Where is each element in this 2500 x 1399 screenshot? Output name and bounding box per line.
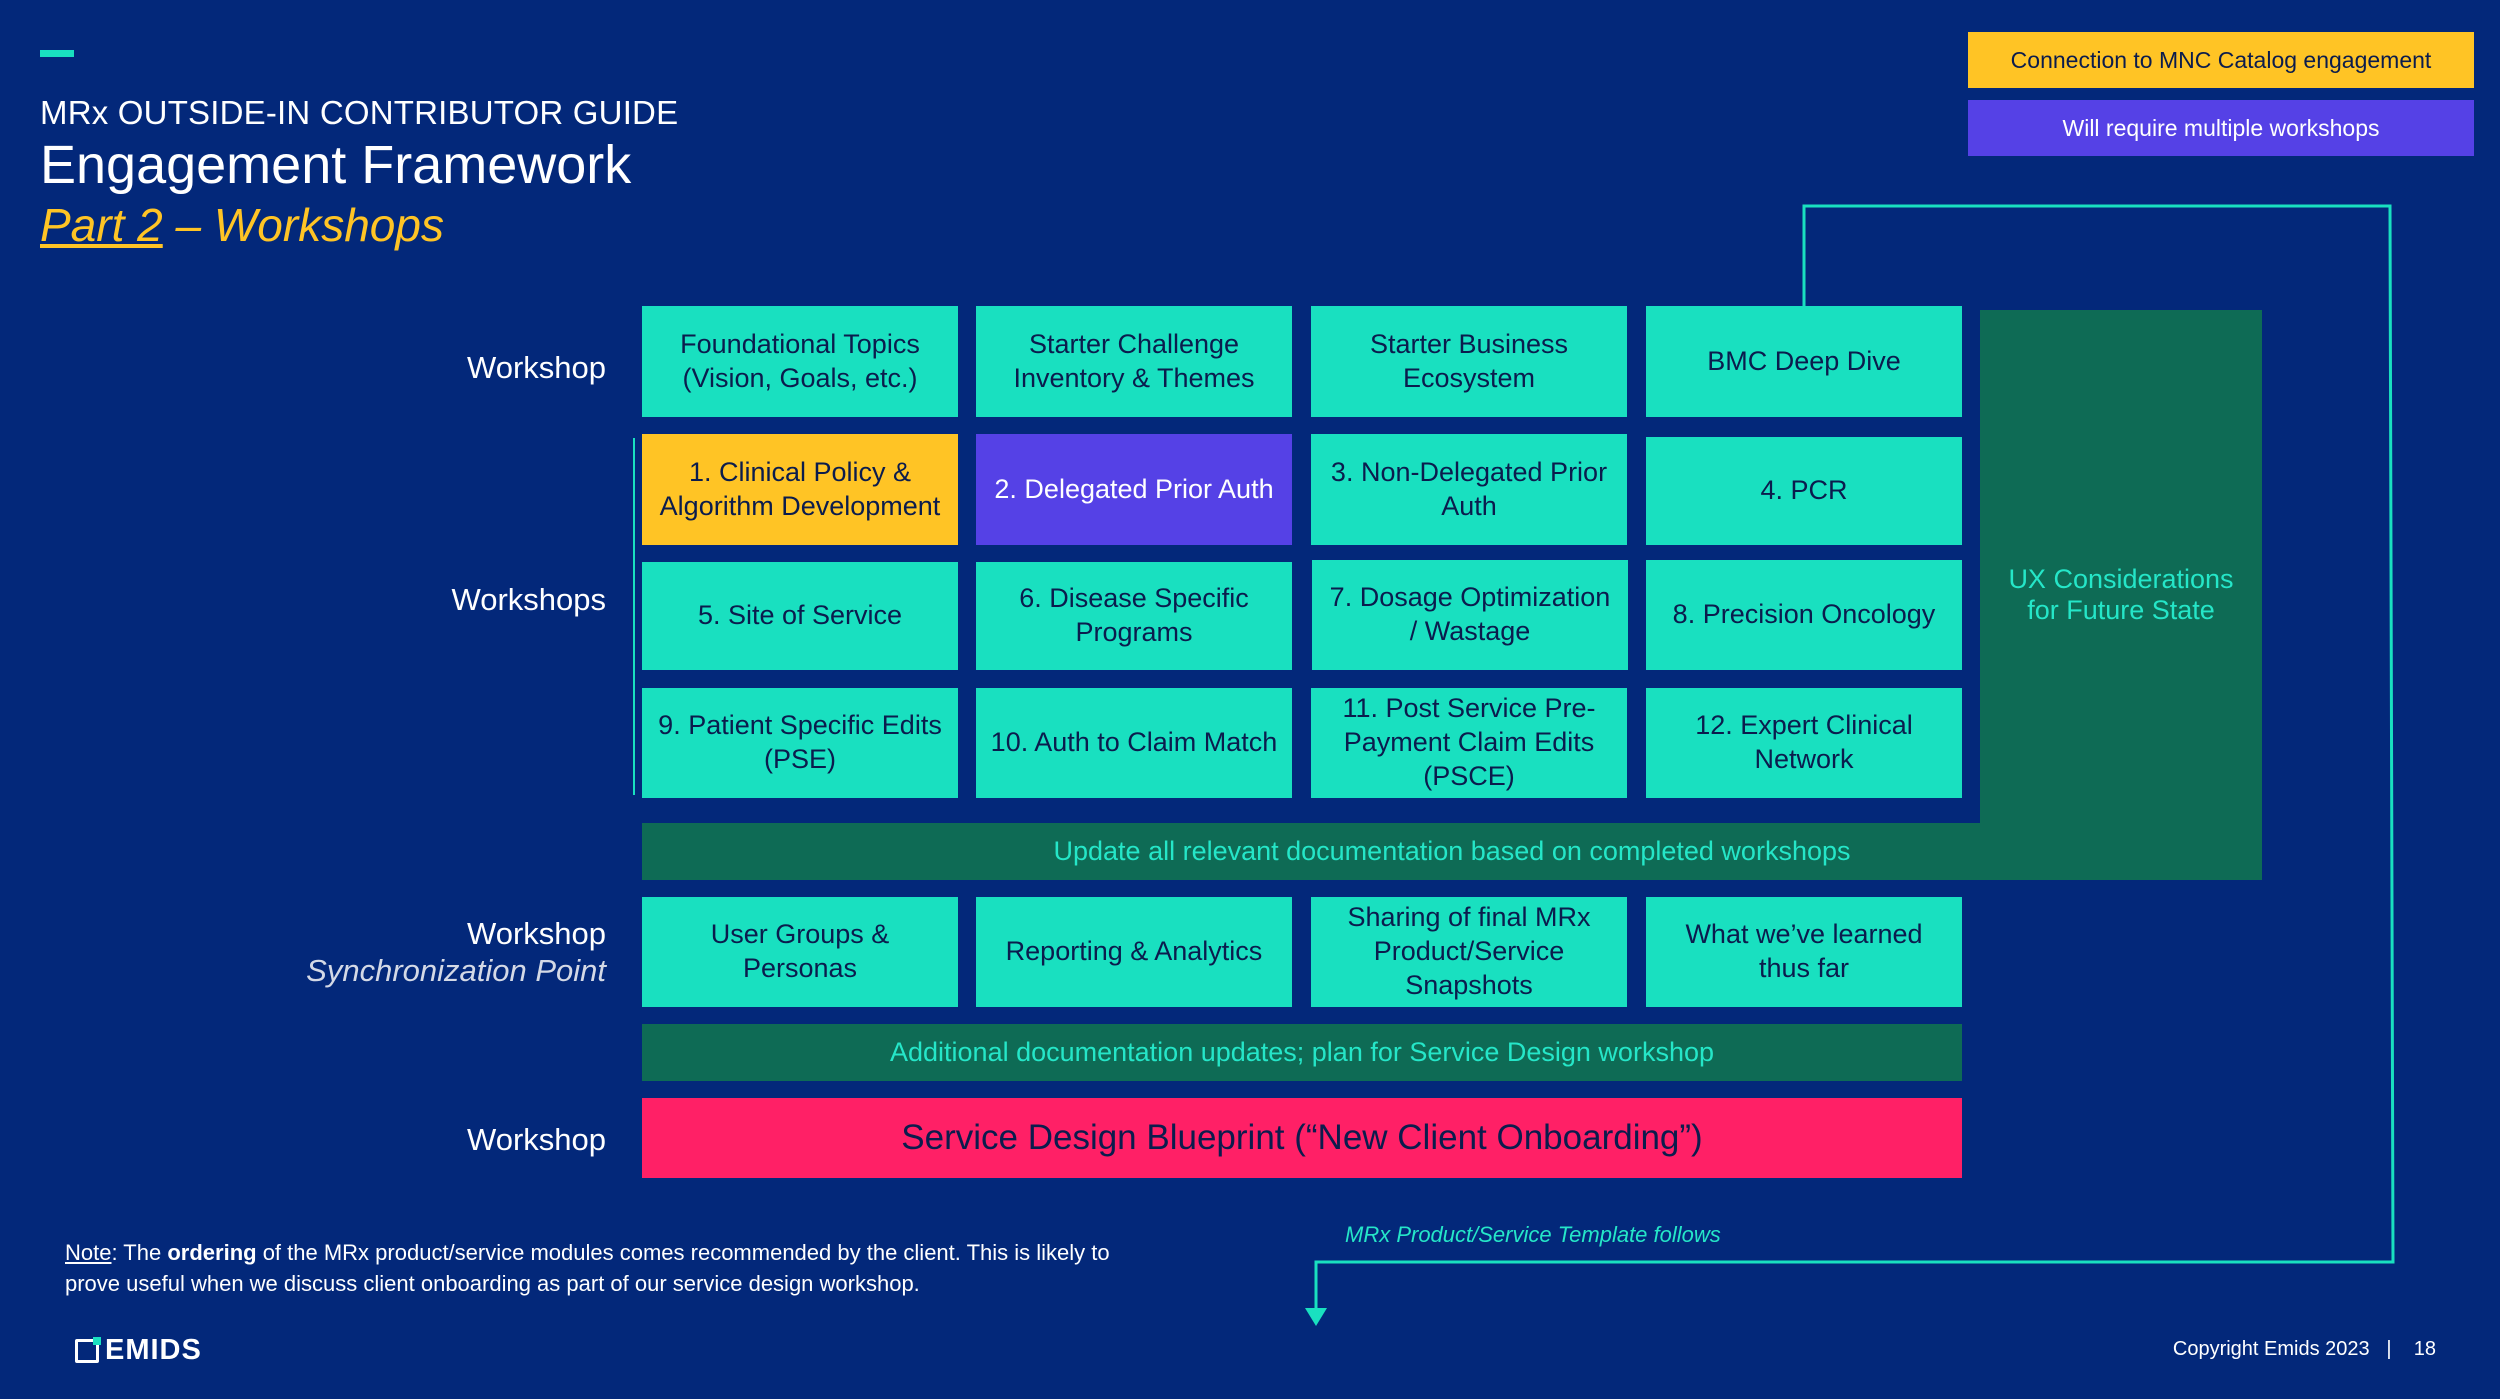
note-bold: ordering (167, 1240, 257, 1265)
module-clinical-policy: 1. Clinical Policy & Algorithm Developme… (642, 434, 958, 545)
template-connector (1314, 204, 2395, 1312)
module-expert-clinical-network: 12. Expert Clinical Network (1646, 688, 1962, 798)
workshop-starter-challenge: Starter Challenge Inventory & Themes (976, 306, 1292, 417)
page-subtitle: Part 2 – Workshops (40, 198, 444, 252)
module-disease-specific: 6. Disease Specific Programs (976, 562, 1292, 670)
subtitle-part-link[interactable]: Part 2 (40, 199, 163, 251)
row-label-workshop-blueprint: Workshop (467, 1122, 606, 1157)
module-precision-oncology: 8. Precision Oncology (1646, 560, 1962, 670)
update-documentation-bar: Update all relevant documentation based … (642, 823, 2262, 880)
module-dosage-optimization: 7. Dosage Optimization / Wastage (1312, 560, 1628, 670)
row-label-workshop: Workshop (467, 350, 606, 385)
module-post-service-pre-payment: 11. Post Service Pre-Payment Claim Edits… (1311, 688, 1627, 798)
sync-lessons-learned: What we’ve learned thus far (1646, 897, 1962, 1007)
workshop-bmc-deep-dive: BMC Deep Dive (1646, 306, 1962, 417)
note-text-b: of the MRx product/service modules comes… (65, 1240, 1110, 1296)
row-label-synchronization-point: Synchronization Point (306, 953, 606, 988)
connector-arrowhead (1305, 1308, 1327, 1326)
workshop-starter-business: Starter Business Ecosystem (1311, 306, 1627, 417)
module-patient-specific-edits: 9. Patient Specific Edits (PSE) (642, 688, 958, 798)
module-non-delegated-prior-auth: 3. Non-Delegated Prior Auth (1311, 434, 1627, 545)
ordering-note: Note: The ordering of the MRx product/se… (65, 1238, 1145, 1300)
note-text-a: : The (111, 1240, 168, 1265)
module-pcr: 4. PCR (1646, 437, 1962, 545)
module-site-of-service: 5. Site of Service (642, 562, 958, 670)
service-design-blueprint: Service Design Blueprint (“New Client On… (642, 1098, 1962, 1178)
row-label-workshop-sync: Workshop (467, 916, 606, 951)
page-title: Engagement Framework (40, 135, 632, 195)
copyright-page-number: Copyright Emids 2023 | 18 (2172, 1338, 2436, 1360)
row-label-workshops: Workshops (451, 582, 607, 617)
sync-final-snapshots: Sharing of final MRx Product/Service Sna… (1311, 897, 1627, 1007)
legend-multiple-workshops: Will require multiple workshops (1968, 100, 2474, 156)
guide-kicker: MRx OUTSIDE-IN CONTRIBUTOR GUIDE (40, 94, 679, 131)
workshop-foundational-topics: Foundational Topics (Vision, Goals, etc.… (642, 306, 958, 417)
legend-mnc-catalog: Connection to MNC Catalog engagement (1968, 32, 2474, 88)
workshops-bracket-line (633, 438, 635, 795)
logo-mark-icon (75, 1336, 101, 1363)
sync-user-groups: User Groups & Personas (642, 897, 958, 1007)
emids-logo: EMIDS (75, 1334, 202, 1367)
logo-text: EMIDS (105, 1334, 202, 1366)
module-auth-to-claim: 10. Auth to Claim Match (976, 688, 1292, 798)
accent-bar (40, 50, 74, 57)
ux-considerations-panel: UX Considerations for Future State (1980, 310, 2262, 880)
template-follows-note: MRx Product/Service Template follows (1345, 1222, 1721, 1247)
additional-documentation-bar: Additional documentation updates; plan f… (642, 1024, 1962, 1081)
module-delegated-prior-auth: 2. Delegated Prior Auth (976, 434, 1292, 545)
note-label: Note (65, 1240, 112, 1265)
sync-reporting-analytics: Reporting & Analytics (976, 897, 1292, 1007)
subtitle-rest: – Workshops (162, 199, 444, 251)
